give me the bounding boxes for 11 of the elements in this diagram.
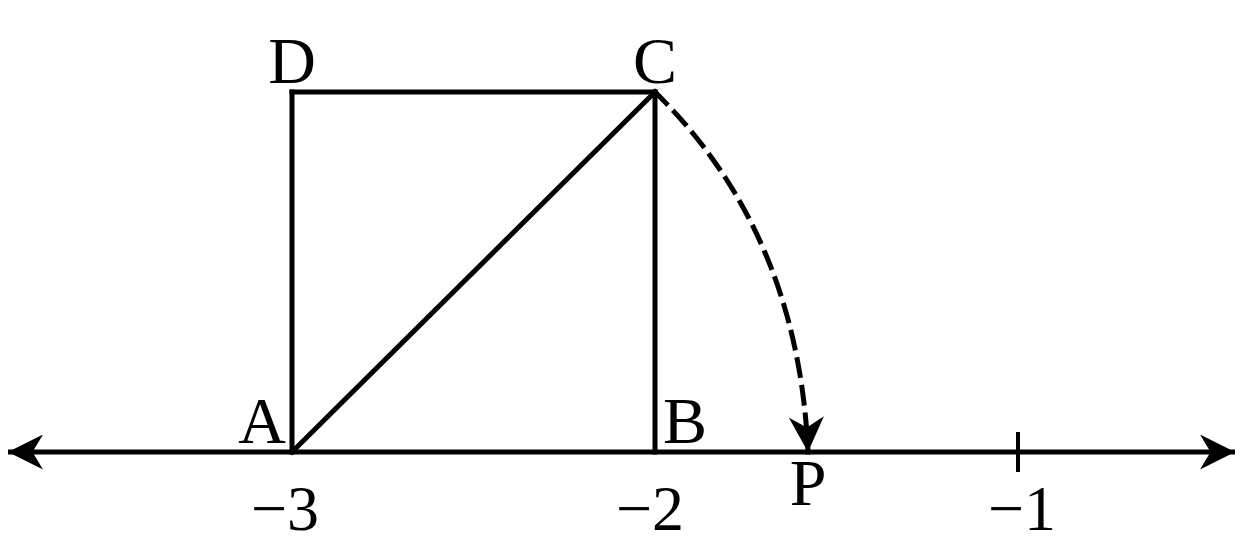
point-label: B [655,390,715,452]
point-label: D [262,30,322,92]
tick-value: −3 [249,478,321,540]
tick-value: −2 [614,478,686,540]
point-label: C [625,30,685,92]
tick-value: −1 [986,478,1058,540]
line-segment [652,89,658,455]
point-label: P [778,452,838,514]
dashed-arc-arrow [652,89,823,455]
point-label: A [232,390,292,452]
line-segment [289,89,295,455]
